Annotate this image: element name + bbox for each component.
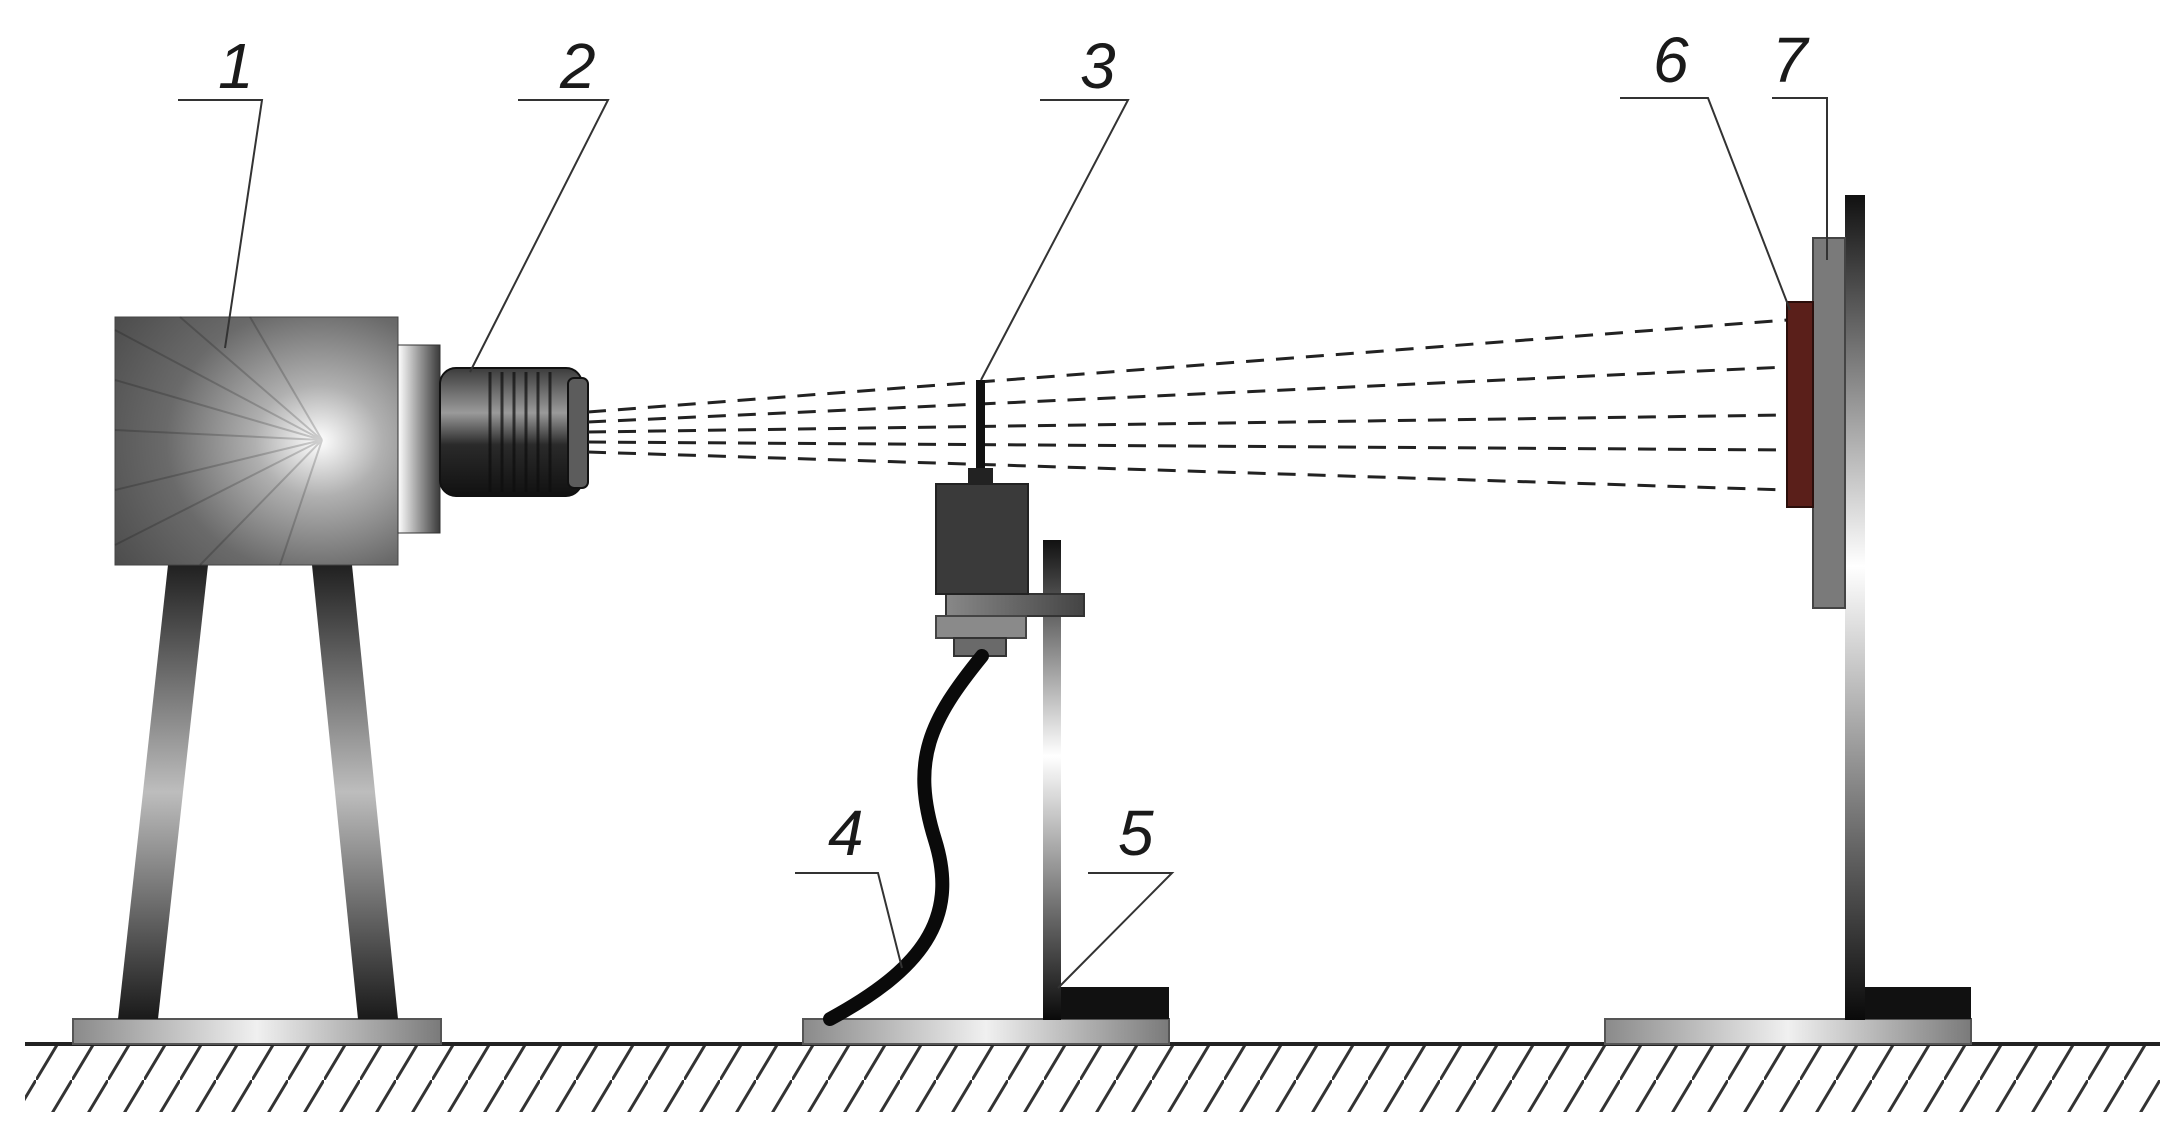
leader-7 — [1772, 97, 1828, 260]
lens-barrel — [439, 367, 583, 497]
ray-3 — [587, 413, 1788, 434]
lens-mount-flange — [397, 344, 441, 534]
callout-label-6: 6 — [1653, 24, 1689, 96]
callout-label-3: 3 — [1080, 30, 1116, 102]
camera-stand-base — [72, 1018, 442, 1045]
sensor-probe-icon — [935, 380, 1029, 657]
holder-rod — [1845, 195, 1865, 1020]
probe-holder-arm — [945, 593, 1085, 617]
callout-label-2: 2 — [559, 30, 596, 102]
callout-label-7: 7 — [1772, 24, 1810, 96]
callout-label-1: 1 — [218, 30, 254, 102]
tripod-leg-left — [118, 565, 208, 1019]
tripod-leg-right — [312, 565, 398, 1019]
light-rays — [587, 318, 1788, 492]
ray-2 — [587, 365, 1788, 424]
lens-icon — [439, 367, 589, 497]
callout-leaders — [178, 97, 1828, 989]
camera-body — [114, 316, 399, 566]
leader-4 — [795, 872, 903, 969]
leader-6 — [1620, 97, 1791, 311]
camera-body-icon — [114, 316, 441, 566]
ray-1 — [587, 318, 1788, 414]
leader-1 — [178, 99, 264, 349]
probe-stand-foot — [1061, 987, 1169, 1019]
probe-housing — [935, 483, 1029, 595]
sample-icon — [1786, 301, 1814, 508]
callout-label-5: 5 — [1118, 797, 1154, 869]
ray-5 — [587, 450, 1788, 492]
sample-stand-base — [1604, 1018, 1972, 1045]
holder-plate-icon — [1812, 237, 1846, 609]
leader-2 — [469, 99, 610, 373]
ground — [25, 1042, 2160, 1112]
probe-stand-icon — [945, 540, 1169, 1020]
holder-foot — [1865, 987, 1971, 1019]
leader-3 — [980, 99, 1130, 381]
sample-holder-stand — [1786, 195, 1971, 1020]
ground-hatching — [25, 1046, 2160, 1112]
probe-tip — [976, 380, 985, 472]
callout-label-4: 4 — [828, 797, 864, 869]
probe-connector — [935, 615, 1027, 639]
probe-stand-base — [802, 1018, 1170, 1045]
leader-5 — [1057, 872, 1175, 989]
cable-icon — [823, 649, 989, 1026]
callout-labels: 1 2 3 4 5 6 7 — [218, 24, 1810, 869]
lens-front-ring — [567, 377, 589, 489]
probe-stand-rod — [1043, 540, 1061, 1020]
ray-4 — [587, 440, 1788, 452]
probe-tip-collar — [968, 468, 993, 484]
camera-tripod — [118, 565, 398, 1019]
